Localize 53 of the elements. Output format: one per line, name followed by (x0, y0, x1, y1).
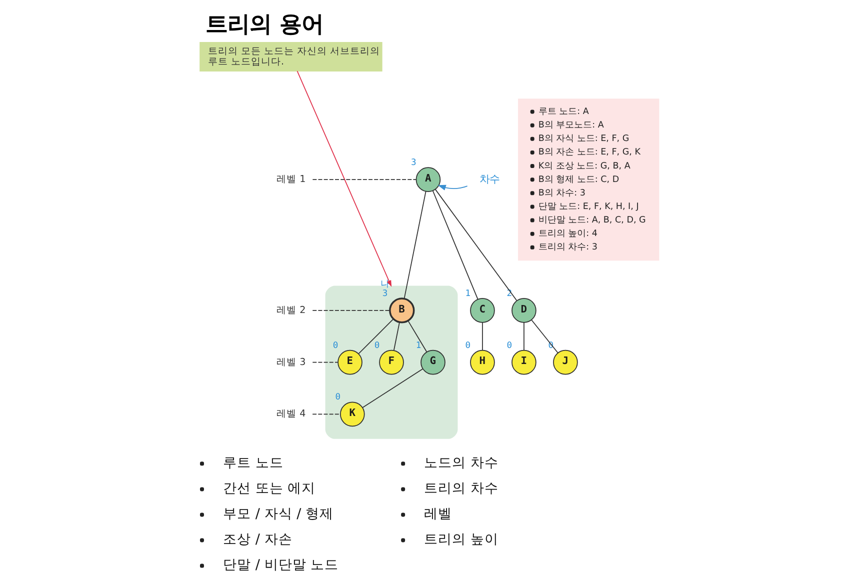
connector (312, 310, 390, 311)
connector (362, 368, 424, 408)
connector (393, 322, 400, 351)
node-circle: J (553, 350, 578, 375)
label: 레벨 (424, 506, 452, 522)
label: 트리의 차수 (424, 480, 499, 496)
node-box: 루트 노드: A B의 부모노드: A B의 자식 노드: E, F, G B의 자손 노드: E, F, G, K K의 조상 노드: G, B, A B의 형제 노드: C, D B의 차수: 3 단말 노드: E, F, K, H, I, J 비단말 노드: A, B, C, D, G 트리의 높이: 4 트리의 차수: 3 (518, 98, 660, 261)
connector (531, 320, 558, 354)
connector (404, 191, 426, 299)
arrow (438, 184, 468, 190)
node-circle: A (416, 167, 441, 192)
node-circle: I (512, 350, 536, 375)
connector (312, 362, 338, 363)
connector (358, 318, 394, 354)
connector (482, 322, 483, 350)
node-label: 0 (506, 340, 512, 351)
label: 노드의 차수 (424, 454, 499, 471)
node-label: 1 (416, 340, 422, 351)
node-label: 3 (411, 158, 416, 168)
node-circle: C (470, 298, 495, 323)
node-label: 0 (374, 340, 380, 351)
node-text: 레벨 3 (276, 356, 306, 368)
label: 루트 노드 (223, 454, 284, 471)
node-circle: G (420, 350, 446, 375)
node-label: 0 (332, 340, 338, 351)
node-label: 나 (380, 279, 390, 290)
diagram-title: 트리의 용어 (206, 11, 324, 38)
connector (408, 320, 428, 352)
node-text: 레벨 2 (276, 304, 306, 316)
node-circle: B (389, 298, 415, 324)
node-label: 1 (465, 288, 471, 299)
node-text: 레벨 4 (276, 408, 306, 420)
node-circle: D (512, 298, 536, 323)
node-label: 3 (382, 288, 388, 299)
arrow (296, 70, 392, 287)
node-circle: E (338, 350, 362, 375)
connector (434, 189, 518, 301)
node-label: 0 (465, 340, 471, 351)
node-circle: F (379, 350, 404, 375)
connector (312, 179, 416, 180)
connector (312, 414, 341, 415)
label: 단말 / 비단말 노드 (223, 557, 339, 574)
node-text: 레벨 1 (276, 174, 306, 186)
label: 부모 / 자식 / 형제 (223, 506, 334, 522)
node-text: 차수 (479, 173, 500, 186)
label: 간선 또는 에지 (223, 480, 316, 496)
label: 조상 / 자손 (223, 532, 292, 548)
node-label: 0 (335, 392, 341, 403)
node-circle: H (470, 350, 495, 375)
node-box: 트리의 모든 노드는 자신의 서브트리의 루트 노드입니다. (200, 42, 382, 72)
node-circle: K (340, 402, 365, 427)
connector (432, 190, 478, 300)
label: 트리의 높이 (424, 532, 499, 548)
